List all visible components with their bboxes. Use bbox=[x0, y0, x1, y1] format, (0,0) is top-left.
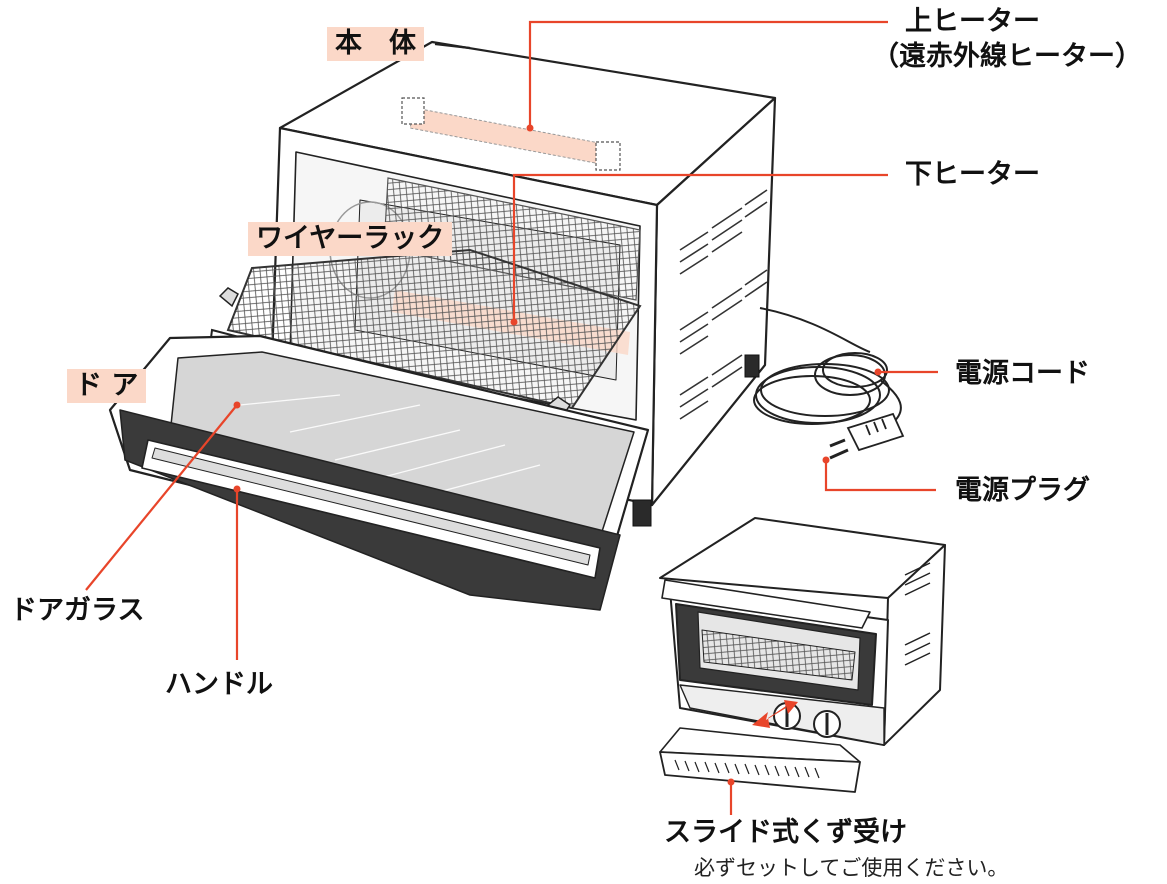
label-wire-rack: ワイヤーラック bbox=[248, 222, 453, 256]
leader-dots bbox=[233, 124, 882, 786]
leader-lines bbox=[85, 20, 938, 815]
label-power-cord: 電源コード bbox=[955, 358, 1090, 389]
label-power-plug: 電源プラグ bbox=[955, 475, 1090, 506]
slide-direction-arrow bbox=[752, 700, 798, 728]
side-vents bbox=[679, 189, 768, 420]
label-lower-heater: 下ヒーター bbox=[905, 159, 1040, 190]
inset-oven bbox=[659, 517, 946, 793]
label-handle: ハンドル bbox=[165, 669, 273, 700]
crumb-tray bbox=[659, 751, 861, 793]
crumb-tray-note: 必ずセットしてご使用ください。 bbox=[694, 856, 1009, 880]
label-door: ド ア bbox=[67, 369, 147, 403]
power-cord bbox=[753, 307, 902, 426]
label-hontai: 本 体 bbox=[327, 27, 424, 61]
upper-heater-element bbox=[401, 97, 621, 171]
power-plug bbox=[829, 412, 905, 460]
label-upper-heater-sub: （遠赤外線ヒーター） bbox=[872, 41, 1142, 72]
oven-door bbox=[108, 334, 650, 611]
label-crumb-tray: スライド式くず受け bbox=[664, 817, 907, 848]
oven-feet bbox=[632, 354, 760, 527]
label-door-glass: ドアガラス bbox=[10, 595, 145, 626]
label-upper-heater: 上ヒーター bbox=[905, 6, 1040, 37]
